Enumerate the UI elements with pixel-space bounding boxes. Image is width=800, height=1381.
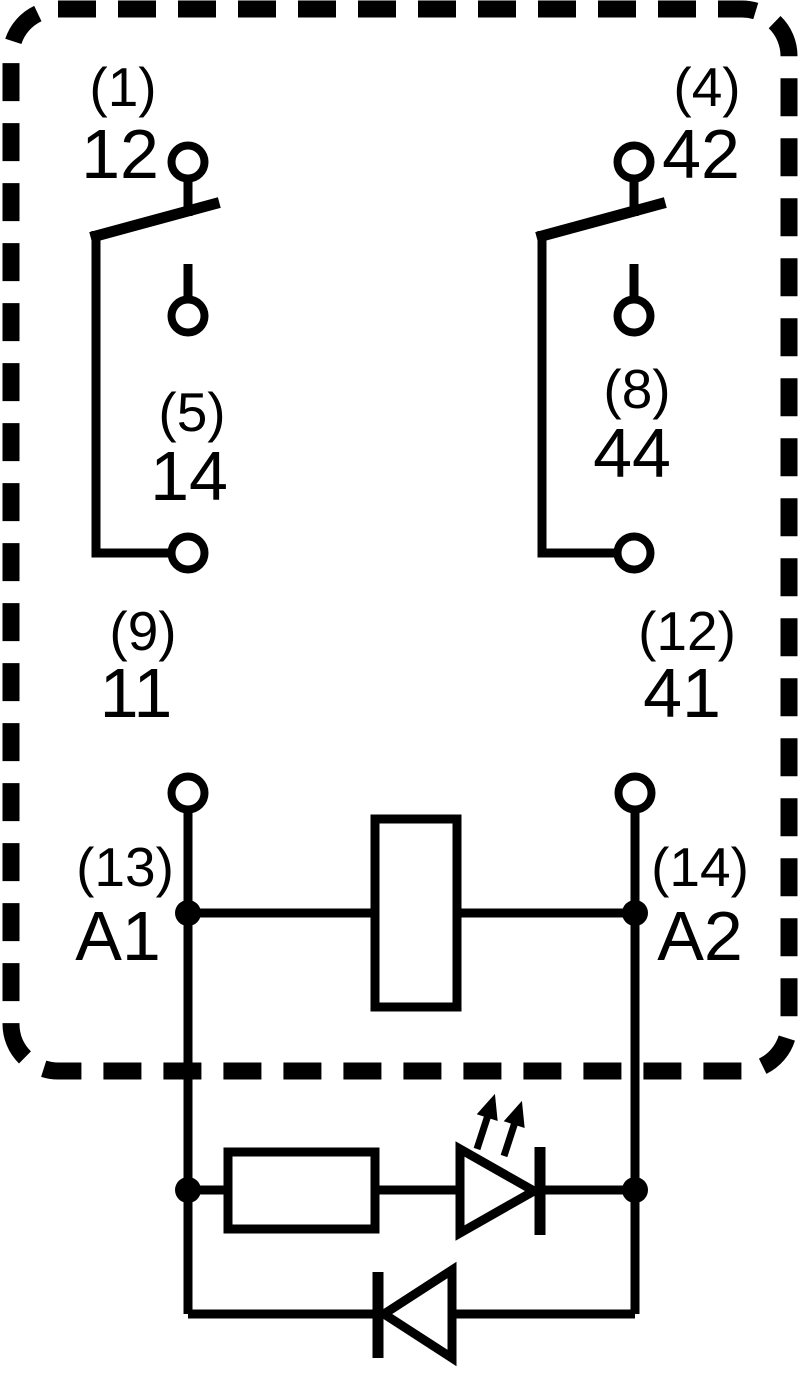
a2-terminal [614,772,656,814]
pole-2-bottom-terminal [613,532,655,574]
a2-pin: (14) [651,836,749,898]
suppression-module [175,1093,648,1367]
pole-1-bottom-label: 11 [100,654,173,732]
diode-symbol [375,1261,457,1367]
pole-2-top-label: 42 [662,115,740,193]
led-emission-arrow-2 [500,1100,525,1158]
pole-1-contact: (1) 12 (5) 14 (9) 11 [81,56,228,732]
pole-2-contact: (4) 42 (8) 44 (12) 41 [535,56,741,732]
pole-1-bottom-terminal [167,532,209,574]
pole-2-top-terminal [613,141,655,183]
a2-junction-dot [622,900,648,926]
pole-1-middle-pin: (5) [158,381,225,443]
pole-2-bottom-label: 41 [643,654,721,732]
resistor-symbol [223,1147,380,1234]
pole-1-top-label: 12 [81,115,159,193]
pole-1-common-wire [91,231,170,558]
pole-1-top-pin: (1) [89,56,156,118]
pole-2-bottom-pin: (12) [638,600,736,662]
a1-label: A1 [75,897,161,975]
pole-1-middle-terminal [167,295,209,337]
pole-2-middle-label: 44 [593,414,671,492]
pole-1-top-terminal [167,141,209,183]
pole-2-middle-pin: (8) [603,358,670,420]
pole-1-middle-label: 14 [150,437,228,515]
a2-label: A2 [657,897,743,975]
a1-junction-dot [175,900,201,926]
led-symbol [455,1141,544,1241]
coil-symbol [370,814,462,1012]
pole-2-top-pin: (4) [673,56,740,118]
pole-2-middle-terminal [613,295,655,337]
pole-2-common-wire [537,231,616,558]
coil-circuit: (13) A1 (14) A2 [75,772,749,1314]
pole-1-bottom-pin: (9) [109,600,176,662]
pole-1-switch-blade [89,197,221,243]
pole-2-switch-blade [535,197,667,243]
a1-pin: (13) [76,836,174,898]
a1-terminal [167,772,209,814]
led-emission-arrow-1 [473,1093,498,1151]
